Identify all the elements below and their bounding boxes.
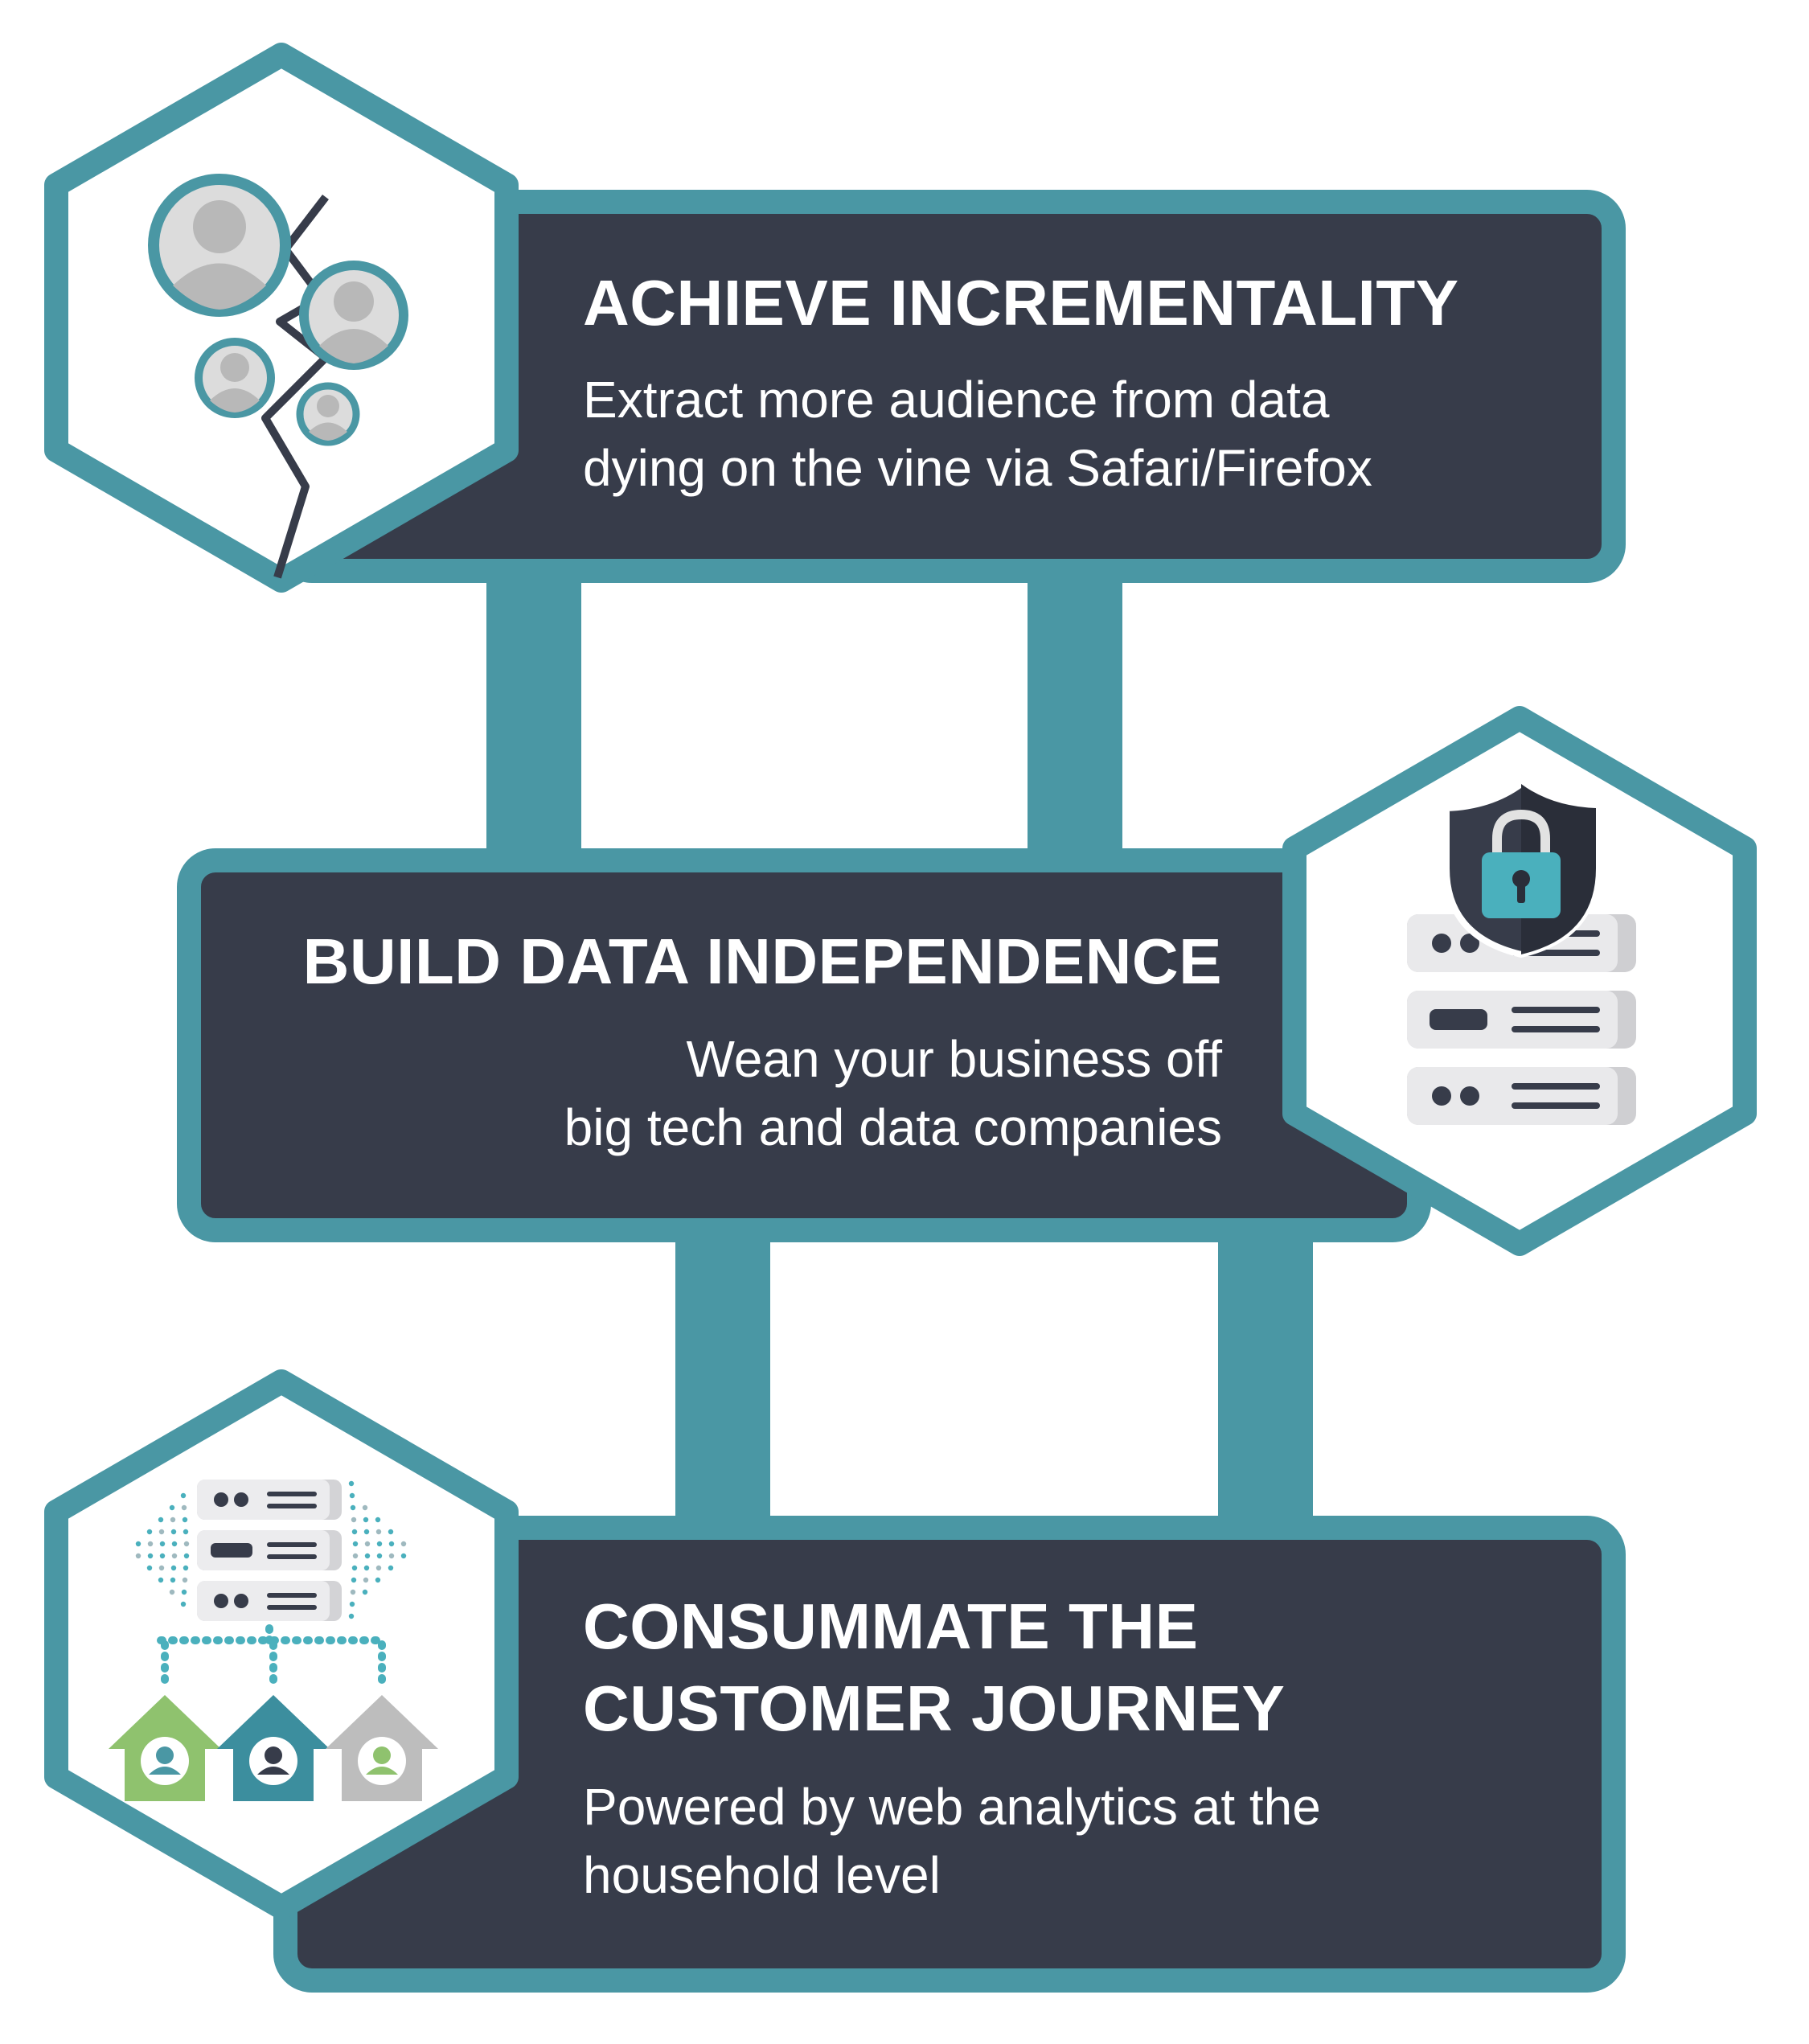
data-dot xyxy=(180,1492,187,1499)
data-dot xyxy=(170,1577,176,1583)
data-dot xyxy=(183,1541,190,1547)
step-3-description-line-2: household level xyxy=(583,1846,941,1904)
step-3-title-line-2: CUSTOMER JOURNEY xyxy=(583,1673,1286,1744)
data-dot xyxy=(146,1529,153,1535)
data-dot xyxy=(363,1517,369,1523)
data-dot xyxy=(158,1577,164,1583)
data-dot xyxy=(171,1553,178,1559)
step-3-description-line-1: Powered by web analytics at the xyxy=(583,1778,1321,1836)
data-dot xyxy=(350,1504,356,1511)
data-dot xyxy=(376,1541,383,1547)
person-avatar-icon-large xyxy=(148,174,291,317)
data-dot xyxy=(362,1589,368,1595)
house-icon-gray xyxy=(326,1695,438,1801)
step-2-hexagon xyxy=(1282,706,1757,1256)
data-dot xyxy=(388,1565,394,1571)
data-dot xyxy=(388,1529,394,1535)
data-dot xyxy=(169,1589,175,1595)
data-dot xyxy=(400,1541,407,1547)
data-dot xyxy=(135,1553,142,1559)
data-dot xyxy=(362,1504,368,1511)
step-1-description-line-2: dying on the vine via Safari/Firefox xyxy=(583,439,1372,497)
data-dot xyxy=(363,1565,370,1571)
data-dot xyxy=(400,1553,407,1559)
step-2-description-line-2: big tech and data companies xyxy=(564,1098,1222,1156)
data-dot xyxy=(351,1517,357,1523)
step-2-title: BUILD DATA INDEPENDENCE xyxy=(302,926,1222,997)
data-dot xyxy=(352,1541,359,1547)
data-dot xyxy=(146,1565,153,1571)
household-network-icon xyxy=(109,1480,438,1801)
step-2-description-line-1: Wean your business off xyxy=(686,1030,1222,1088)
connector-pillar-left-lower xyxy=(675,1222,770,1540)
data-dot xyxy=(352,1553,359,1559)
connector-pillar-left-upper xyxy=(486,563,581,868)
data-dots-cloud xyxy=(135,1480,407,1619)
step-3-hexagon xyxy=(44,1369,519,1919)
data-dot xyxy=(349,1601,355,1607)
data-dot xyxy=(351,1577,357,1583)
data-dot xyxy=(170,1529,177,1535)
data-dot xyxy=(351,1529,358,1535)
data-dot xyxy=(158,1565,165,1571)
data-dot xyxy=(147,1541,154,1547)
data-dot xyxy=(375,1517,381,1523)
data-dot xyxy=(375,1577,381,1583)
data-dot xyxy=(349,1492,355,1499)
data-dot xyxy=(348,1480,355,1487)
data-dot xyxy=(158,1517,164,1523)
data-dot xyxy=(159,1541,166,1547)
network-connection-lines xyxy=(157,1624,386,1693)
data-dot xyxy=(183,1565,189,1571)
server-unit-icon-middle xyxy=(1407,991,1636,1049)
connector-pillar-right-upper xyxy=(1028,563,1122,868)
data-dot xyxy=(350,1589,356,1595)
person-avatar-icon-smallest xyxy=(296,382,360,446)
padlock-icon xyxy=(1482,809,1561,918)
data-dot xyxy=(147,1553,154,1559)
data-dot xyxy=(348,1613,355,1619)
data-dot xyxy=(364,1553,371,1559)
data-dot xyxy=(375,1565,382,1571)
house-icon-teal xyxy=(217,1695,330,1801)
data-dot xyxy=(170,1517,176,1523)
data-dot xyxy=(180,1601,187,1607)
data-dot xyxy=(181,1589,187,1595)
data-dot xyxy=(183,1529,189,1535)
secure-server-icon xyxy=(1407,780,1636,1125)
connector-pillar-right-lower xyxy=(1218,1222,1313,1540)
people-network-icon xyxy=(148,174,408,579)
data-dot xyxy=(375,1529,382,1535)
house-icon-green xyxy=(109,1695,221,1801)
data-dot xyxy=(388,1553,395,1559)
step-3-title-line-1: CONSUMMATE THE xyxy=(583,1590,1199,1662)
data-dot xyxy=(182,1517,188,1523)
step-1-title: ACHIEVE INCREMENTALITY xyxy=(583,267,1459,339)
data-dot xyxy=(169,1504,175,1511)
data-dot xyxy=(182,1577,188,1583)
data-dot xyxy=(351,1565,358,1571)
data-dot xyxy=(181,1504,187,1511)
data-dot xyxy=(159,1553,166,1559)
data-dot xyxy=(183,1553,190,1559)
data-dot xyxy=(363,1529,370,1535)
data-dot xyxy=(171,1541,178,1547)
data-dot xyxy=(170,1565,177,1571)
server-stack-icon xyxy=(197,1480,342,1621)
data-dot xyxy=(364,1541,371,1547)
data-dot xyxy=(158,1529,165,1535)
data-dot xyxy=(388,1541,395,1547)
data-dot xyxy=(135,1541,142,1547)
person-avatar-icon-small xyxy=(195,338,275,418)
person-avatar-icon-medium xyxy=(299,261,408,370)
server-unit-icon-bottom xyxy=(1407,1067,1636,1125)
step-1-hexagon xyxy=(44,43,519,593)
step-1-description-line-1: Extract more audience from data xyxy=(583,371,1330,429)
data-dot xyxy=(363,1577,369,1583)
data-dot xyxy=(376,1553,383,1559)
